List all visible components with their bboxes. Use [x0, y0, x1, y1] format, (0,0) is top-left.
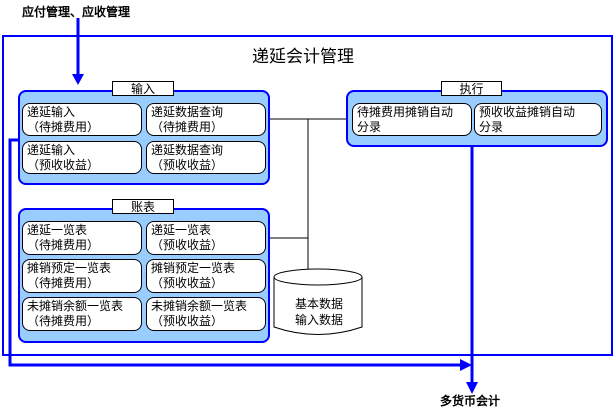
diagram-title: 递延会计管理 — [252, 47, 354, 67]
item-amortization-schedule-unearned[interactable]: 摊销预定一览表 （预收收益） — [146, 259, 266, 293]
input-panel-tag: 输入 — [112, 81, 174, 96]
item-deferral-list-unearned[interactable]: 递延一览表 （预收收益） — [146, 221, 266, 255]
outer-frame — [2, 35, 613, 356]
item-deferral-input-prepaid[interactable]: 递延输入 （待摊费用） — [22, 103, 142, 136]
database-cylinder — [273, 268, 363, 335]
item-deferral-input-unearned[interactable]: 递延输入 （预收收益） — [22, 141, 142, 174]
item-unamortized-balance-prepaid[interactable]: 未摊销余额一览表 （待摊费用） — [22, 297, 142, 331]
item-unearned-amortization-auto-entry[interactable]: 预收收益摊销自动 分录 — [474, 103, 602, 136]
arrow-top-head — [72, 74, 84, 85]
item-amortization-schedule-prepaid[interactable]: 摊销预定一览表 （待摊费用） — [22, 259, 142, 293]
arrow-left-head — [460, 359, 472, 371]
execute-panel-tag: 执行 — [441, 81, 502, 96]
arrow-right-head — [466, 382, 478, 394]
arrow-left-path — [8, 138, 462, 367]
item-unamortized-balance-unearned[interactable]: 未摊销余额一览表 （预收收益） — [146, 297, 266, 331]
reports-panel-tag: 账表 — [112, 199, 174, 214]
top-input-label: 应付管理、应收管理 — [22, 5, 131, 19]
database-label: 基本数据 输入数据 — [294, 297, 343, 327]
bottom-output-label: 多货币会计 — [440, 394, 501, 408]
item-deferral-list-prepaid[interactable]: 递延一览表 （待摊费用） — [22, 221, 142, 255]
item-prepaid-amortization-auto-entry[interactable]: 待摊费用摊销自动 分录 — [352, 103, 472, 136]
item-deferral-query-prepaid[interactable]: 递延数据查询 （待摊费用） — [146, 103, 266, 136]
item-deferral-query-unearned[interactable]: 递延数据查询 （预收收益） — [146, 141, 266, 174]
